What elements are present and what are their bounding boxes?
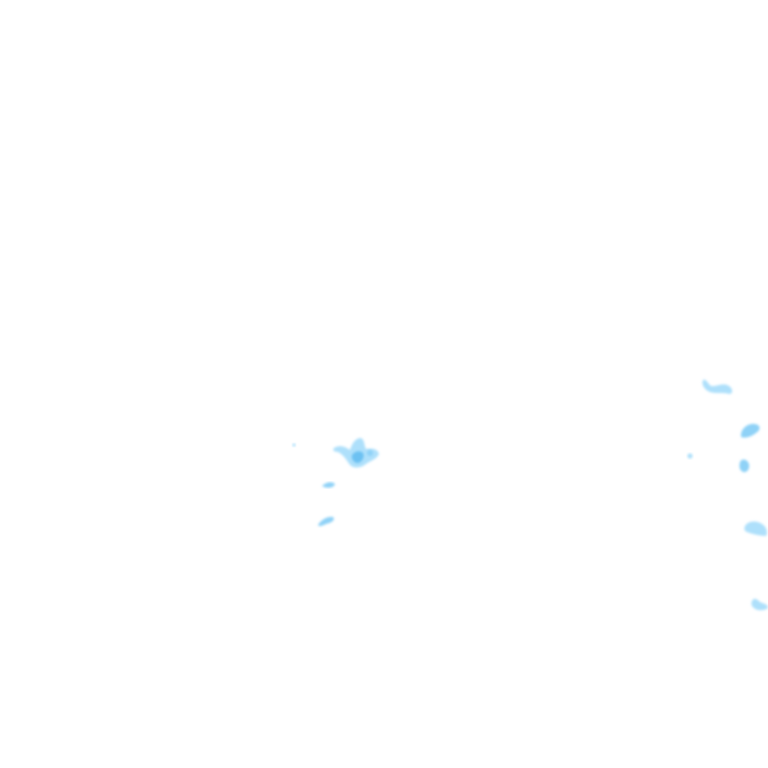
precip-cell-east-3 xyxy=(739,459,750,473)
precip-speck-center xyxy=(292,443,296,447)
precip-cell-center-small-2 xyxy=(318,516,334,527)
precip-cell-center-small-1 xyxy=(322,482,335,488)
precip-cluster-east xyxy=(687,379,768,611)
precip-cell-east-4 xyxy=(744,521,767,536)
precip-speck-east xyxy=(687,453,693,459)
precip-cell-east-5 xyxy=(751,598,768,611)
precip-cell-center-core xyxy=(351,451,364,463)
precip-cell-center-dot xyxy=(367,450,373,456)
precip-cluster-center xyxy=(292,438,379,527)
precip-cell-east-2 xyxy=(741,423,760,438)
precip-cell-east-top xyxy=(702,379,733,394)
